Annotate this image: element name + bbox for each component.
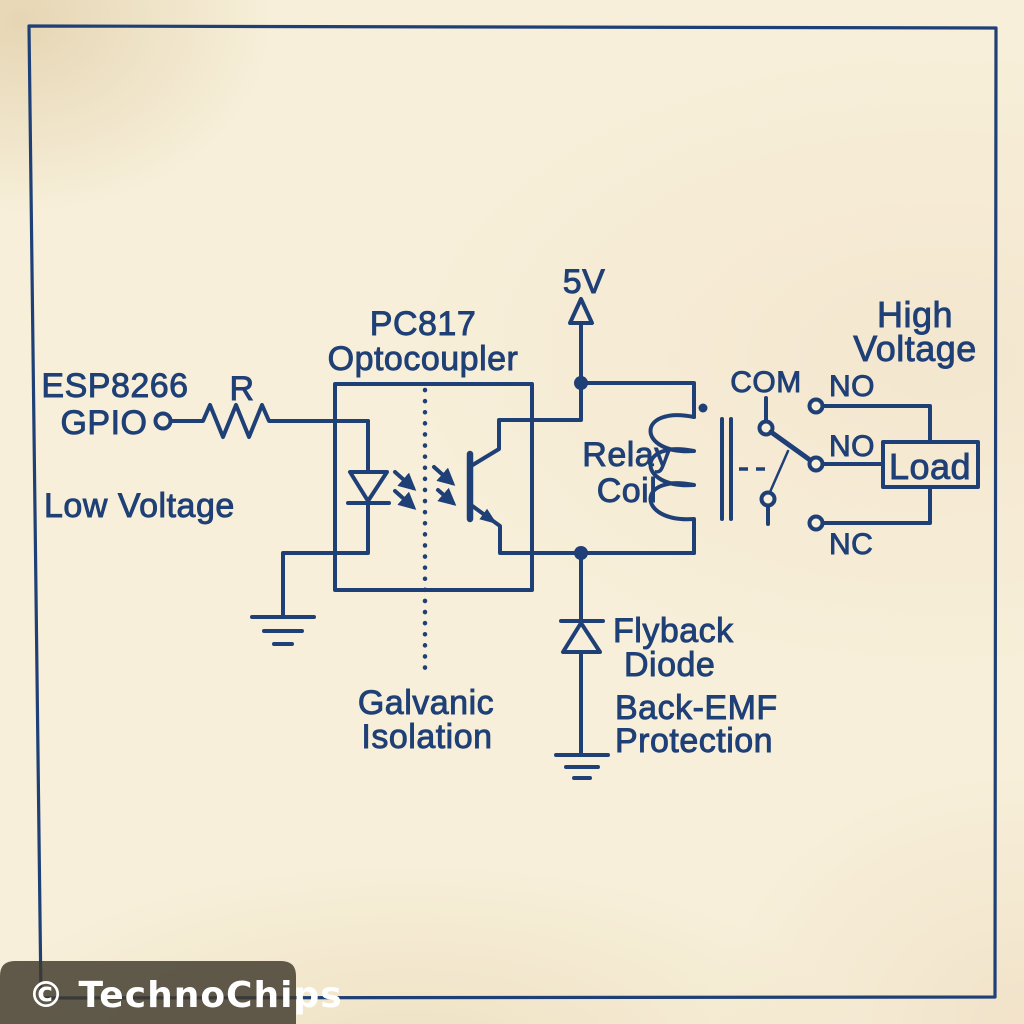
led-cathode-wire: [281, 501, 370, 618]
nc-label: NC: [829, 528, 873, 561]
gpio-label: GPIO: [60, 404, 147, 442]
low-voltage-label: Low Voltage: [44, 487, 235, 525]
lower-pivot-terminal: [759, 490, 777, 508]
frame-border: [27, 24, 998, 1000]
resistor-symbol: [169, 403, 370, 439]
light-arrow-3: [432, 465, 456, 486]
com-label: COM: [730, 366, 802, 399]
flyback-label: Flyback: [613, 612, 734, 650]
supply-5v-label: 5V: [563, 263, 606, 301]
voltage-label: Voltage: [853, 328, 977, 369]
supply-arrow: [568, 297, 594, 325]
galvanic-label: Galvanic: [358, 684, 494, 722]
load-box: [881, 440, 980, 489]
relay-core-bars: [720, 417, 733, 521]
watermark-text: © TechnoChips: [28, 975, 343, 1016]
high-label: High: [877, 294, 953, 335]
light-arrow-1: [393, 470, 417, 491]
relay-coil-symbol: [648, 413, 696, 555]
optocoupler-box: [333, 382, 534, 592]
watermark-badge: [0, 961, 296, 1024]
ground-symbol-right: [554, 753, 610, 780]
load-label: Load: [889, 446, 971, 487]
nc-contact: [807, 514, 825, 532]
coil-polarity-dot: [698, 403, 708, 413]
back-emf-label: Back-EMF: [615, 689, 778, 727]
nc-wire: [821, 485, 932, 525]
led-triangle: [348, 470, 389, 503]
emitter-arrowhead: [479, 508, 497, 524]
ground-symbol-left: [250, 615, 316, 646]
coil-top-rail: [579, 381, 696, 419]
coil-label: Coil: [597, 472, 658, 510]
no-top-contact: [807, 397, 825, 415]
gpio-terminal: [153, 411, 173, 431]
light-arrow-4: [436, 487, 457, 506]
optocoupler-label: Optocoupler: [328, 340, 519, 378]
armature-link: [768, 449, 790, 494]
resistor-label: R: [229, 370, 254, 408]
switch-armature: [768, 429, 813, 463]
isolation-label: Isolation: [361, 718, 492, 756]
no-mid-label: NO: [829, 430, 875, 463]
no-top-wire: [821, 404, 932, 444]
light-arrows: [393, 465, 457, 510]
no-mid-contact: [807, 455, 825, 473]
pc817-label: PC817: [370, 305, 476, 343]
esp8266-label: ESP8266: [41, 367, 188, 405]
light-arrow-2: [393, 489, 417, 510]
flyback-triangle: [561, 621, 602, 654]
no-top-label: NO: [829, 370, 875, 403]
diode-label: Diode: [624, 646, 715, 684]
protection-label: Protection: [615, 722, 773, 760]
